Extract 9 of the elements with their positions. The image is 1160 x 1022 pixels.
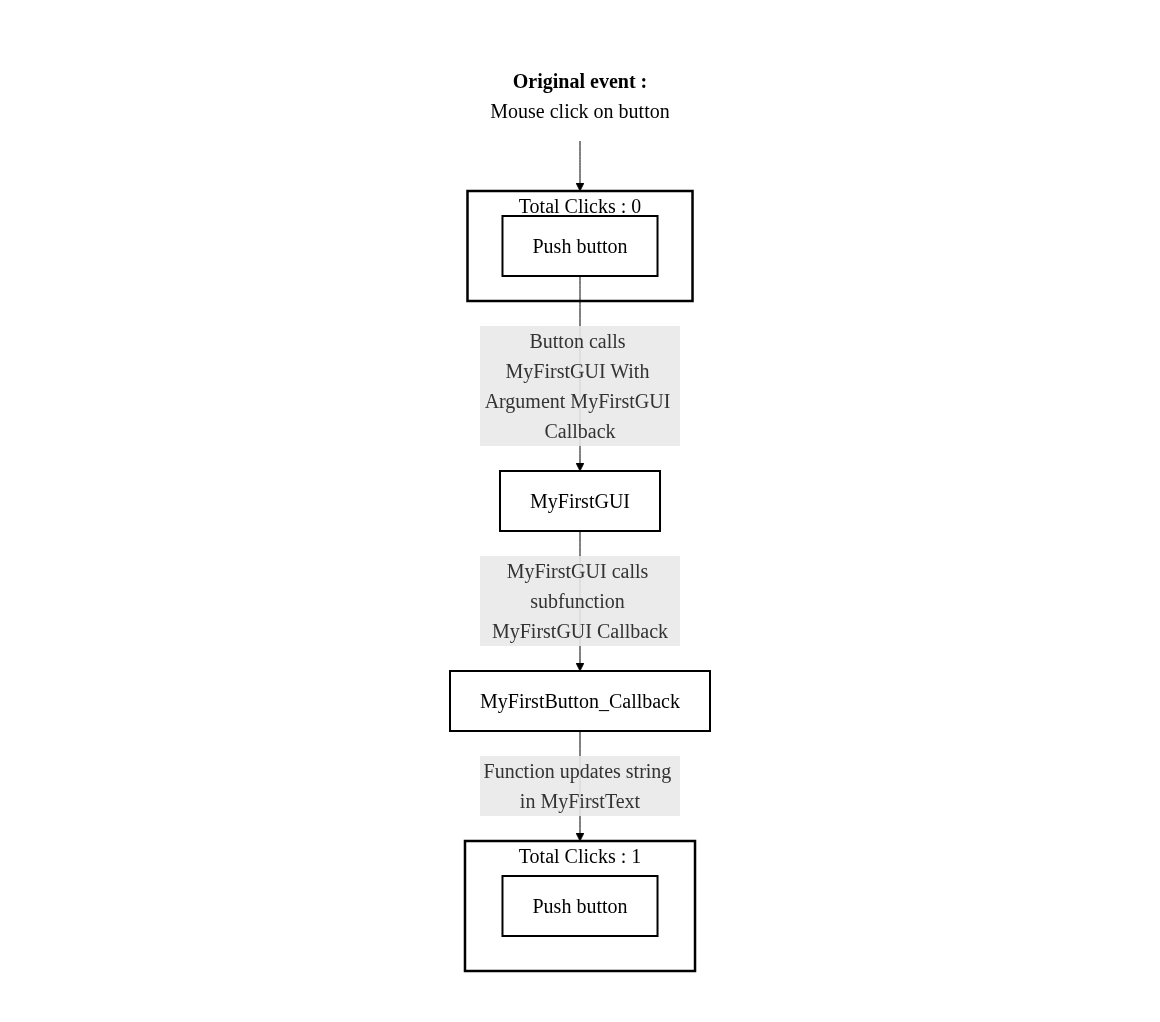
arrow: [575, 140, 585, 192]
node-text: Original event : Mouse click on button: [490, 70, 670, 122]
node-box: MyFirstButton_Callback: [449, 670, 711, 732]
edge-label: Function updates string in MyFirstText: [483, 760, 672, 812]
node-box: Push button: [501, 215, 659, 277]
edge-label: MyFirstGUI calls subfunction MyFirstGUI Callback: [491, 560, 669, 642]
node-box: Push button: [501, 875, 659, 937]
node-box: MyFirstGUI: [499, 470, 661, 532]
edge-label: Button calls MyFirstGUI With Argument MyFirstGUI Callback: [484, 330, 671, 442]
